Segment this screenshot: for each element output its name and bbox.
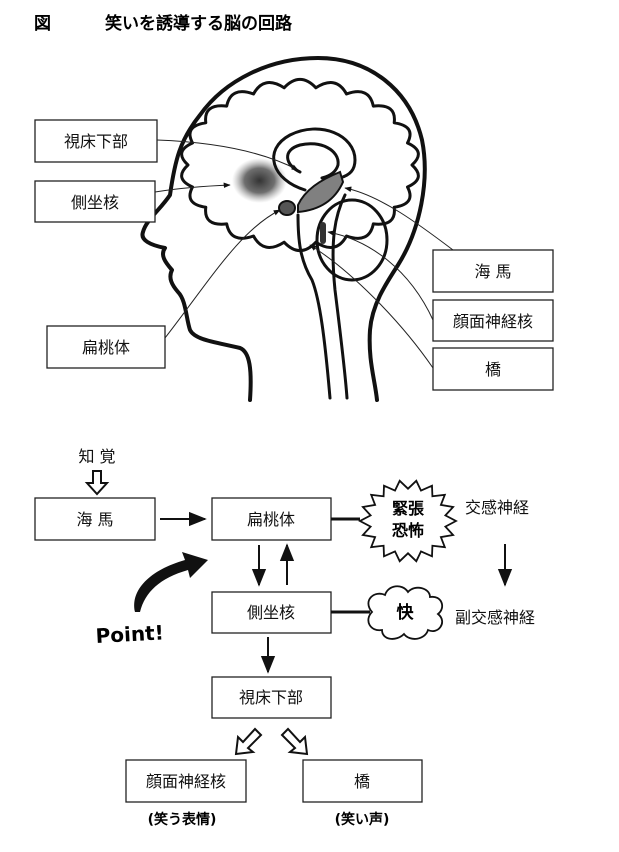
brain-outline [180,77,420,253]
hollow-arrow-down-right-icon [280,727,309,756]
svg-text:海 馬: 海 馬 [474,262,511,281]
facial-nucleus-shape [320,222,326,244]
perception-label: 知 覚 [78,447,115,466]
sympathetic-label: 交感神経 [465,498,529,517]
point-label: Point! [95,620,164,648]
svg-text:側坐核: 側坐核 [71,193,119,212]
tension-starburst [358,479,458,563]
flow-amygdala-box: 扁桃体 [211,497,332,541]
svg-text:顔面神経核: 顔面神経核 [146,772,226,791]
label-amygdala: 扁桃体 [46,325,166,369]
brainstem [296,193,349,400]
svg-text:橋: 橋 [485,360,501,379]
amygdala-shape [278,200,296,216]
flow-nucleus-accumbens-box: 側坐核 [211,591,332,634]
nucleus-accumbens-region [232,158,287,203]
tension-text: 緊張 [392,499,425,518]
svg-text:橋: 橋 [354,772,370,791]
svg-text:視床下部: 視床下部 [239,688,303,707]
svg-text:視床下部: 視床下部 [64,132,128,151]
hippocampus-shape [297,170,345,214]
pleasure-cloud [367,585,444,640]
flow-facial-nucleus-box: 顔面神経核 [125,759,247,803]
figure-label: 図 [34,14,51,34]
svg-text:扁桃体: 扁桃体 [82,338,130,357]
cerebellum [315,198,389,282]
limbic-arc-inner [286,142,340,180]
label-nucleus-accumbens: 側坐核 [34,180,156,223]
laughing-voice-caption: (笑い声) [335,811,390,828]
flow-hippocampus-box: 海 馬 [34,497,156,541]
svg-text:扁桃体: 扁桃体 [247,510,295,529]
flow-hypothalamus-box: 視床下部 [211,676,332,719]
label-pons: 橋 [432,347,554,391]
flow-pons-box: 橋 [302,759,423,803]
head-illustration [140,56,454,402]
parasympathetic-label: 副交感神経 [455,608,535,627]
limbic-arc-outer [272,127,357,192]
label-hypothalamus: 視床下部 [34,119,158,163]
svg-text:側坐核: 側坐核 [247,603,295,622]
label-facial-nucleus: 顔面神経核 [432,299,554,342]
pleasure-text: 快 [397,602,415,623]
facial-expression-caption: (笑う表情) [148,811,217,828]
fear-text: 恐怖 [392,521,424,540]
svg-text:顔面神経核: 顔面神経核 [453,312,533,331]
figure-title: 笑いを誘導する脳の回路 [105,13,293,34]
hollow-down-arrow-icon [84,470,110,496]
curved-point-arrow-icon [134,552,208,612]
hollow-arrow-down-left-icon [234,727,263,756]
head-outline [140,56,427,402]
svg-text:海 馬: 海 馬 [76,510,113,529]
flow-chart: 知 覚 海 馬 扁桃体 緊張 恐怖 交感神経 側坐核 快 副交感神経 Point… [34,447,535,828]
label-hippocampus: 海 馬 [432,249,554,293]
